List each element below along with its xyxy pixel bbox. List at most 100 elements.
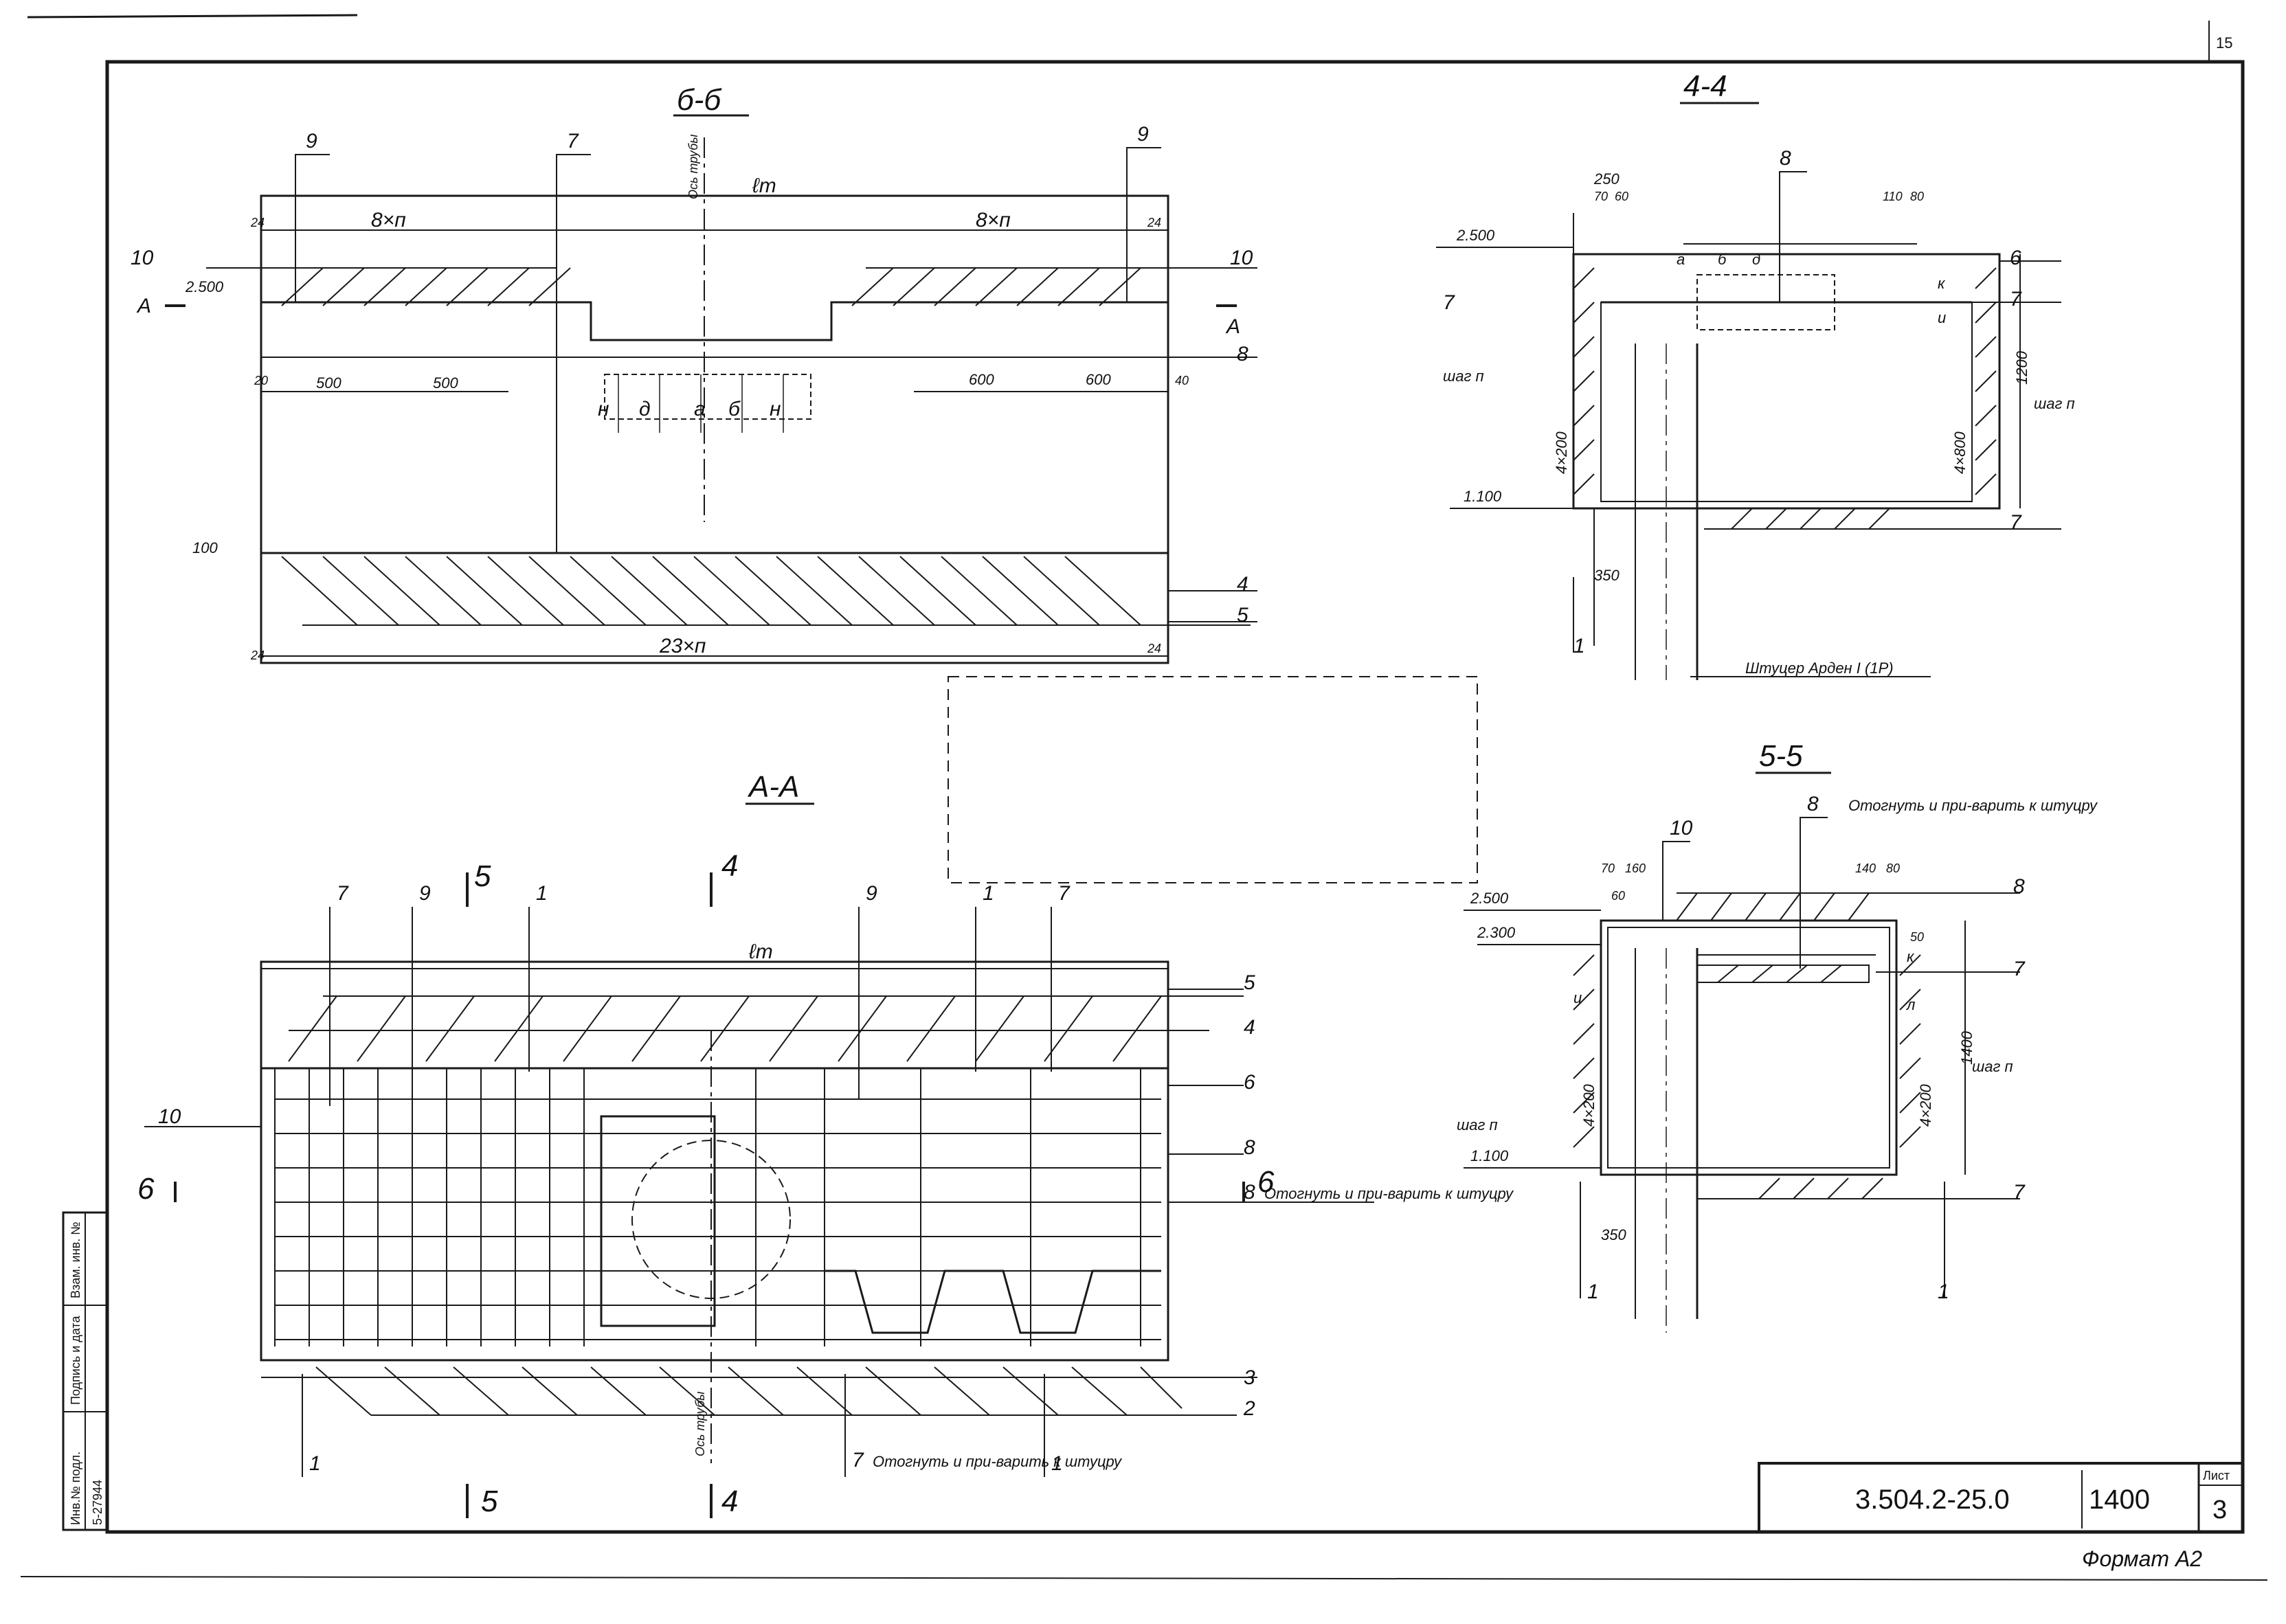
dashed-reference-box <box>948 676 1478 883</box>
cut-a-left: А <box>136 295 151 317</box>
dim-24-a: 24 <box>250 216 265 229</box>
dim-4x200-4: 4×200 <box>1553 431 1570 474</box>
dim-80-4: 80 <box>1910 190 1924 203</box>
dim-23n: 23×п <box>659 635 706 657</box>
dim-24-c: 24 <box>250 649 265 662</box>
pos-3-a: 3 <box>1244 1366 1255 1389</box>
drawing-sheet-code: 1400 <box>2089 1485 2150 1515</box>
section-5-5: 5-5 <box>1457 739 2098 1333</box>
dim-24-b: 24 <box>1147 216 1161 229</box>
dim-350-5: 350 <box>1601 1226 1626 1243</box>
pos-9-b2: 9 <box>1137 123 1149 146</box>
step-n-5-left: шаг п <box>1457 1116 1498 1134</box>
side-label-replace: Взам. инв. № <box>69 1221 82 1298</box>
pos-7-4a: 7 <box>2010 288 2022 311</box>
pos-10-5: 10 <box>1670 817 1693 839</box>
pos-7-b: 7 <box>567 130 579 153</box>
drawing-code: 3.504.2-25.0 <box>1855 1485 2010 1515</box>
elev-1100-4: 1.100 <box>1464 488 1502 505</box>
dim-24-d: 24 <box>1147 642 1161 655</box>
section-a-a: А-А <box>137 770 1514 1518</box>
elev-1100-5: 1.100 <box>1470 1147 1509 1164</box>
cut-4-top: 4 <box>721 849 738 883</box>
lbl-a-4: а <box>1677 251 1685 268</box>
lbl-n-b2: н <box>770 398 781 420</box>
cut-a-right: А <box>1225 315 1240 338</box>
section-title-a: А-А <box>747 770 799 804</box>
dim-50-5: 50 <box>1910 930 1924 944</box>
pos-10-b2: 10 <box>1230 247 1253 269</box>
cut-6-right: 6 <box>1257 1165 1275 1199</box>
section-title-4: 4-4 <box>1683 69 1727 103</box>
bend-weld-note-1: Отогнуть и при-варить к штуцру <box>873 1453 1123 1470</box>
pos-7-5b: 7 <box>2013 1181 2026 1204</box>
title-block: 3.504.2-25.0 1400 Лист 3 Формат А2 <box>1758 1462 2244 1571</box>
lbl-k-4: к <box>1938 275 1946 292</box>
pos-1-4: 1 <box>1573 635 1585 657</box>
lbl-d-4: д <box>1752 251 1760 268</box>
dim-500-a: 500 <box>316 374 341 392</box>
pos-6-a: 6 <box>1244 1071 1255 1094</box>
side-label-inv: Инв.№ подл. <box>69 1452 82 1525</box>
lbl-l-5: л <box>1905 996 1915 1013</box>
pos-1-a4: 1 <box>1051 1452 1063 1475</box>
shtutser-label: Штуцер Арден I (1Р) <box>1745 659 1894 677</box>
dim-1200-4: 1200 <box>2013 350 2030 385</box>
pos-9-a1: 9 <box>419 882 431 905</box>
sheet-number: 3 <box>2212 1496 2227 1524</box>
lbl-k-5: к <box>1907 948 1915 965</box>
dim-1400-5: 1400 <box>1958 1030 1975 1065</box>
dim-600-b: 600 <box>1086 371 1111 388</box>
section-title-5: 5-5 <box>1759 739 1803 773</box>
lbl-b-b: б <box>728 398 741 420</box>
pos-2-a: 2 <box>1243 1397 1255 1420</box>
lbl-b-4: б <box>1718 251 1727 268</box>
dim-4x200-5b: 4×200 <box>1917 1083 1934 1127</box>
side-id: 5-27944 <box>91 1480 104 1525</box>
pos-7-a2: 7 <box>1058 882 1071 905</box>
corner-number: 15 <box>2216 34 2232 52</box>
dim-4x800-4: 4×800 <box>1951 431 1969 474</box>
cut-5-bottom: 5 <box>481 1485 498 1518</box>
dim-20-b: 20 <box>254 374 268 387</box>
pipe-axis-a: Ось трубы <box>693 1392 707 1456</box>
lbl-d-b: д <box>639 398 651 420</box>
elev-2300-5: 2.300 <box>1477 924 1516 941</box>
pos-5-b: 5 <box>1237 604 1248 627</box>
lbl-a-b: а <box>694 398 706 420</box>
dim-80-5: 80 <box>1886 861 1900 875</box>
pos-9-b1: 9 <box>306 130 317 153</box>
pos-8-a2: 8 <box>1244 1181 1255 1204</box>
pos-10-a: 10 <box>158 1105 181 1128</box>
section-4-4: 4-4 <box>1436 69 2075 680</box>
pos-7-5a: 7 <box>2013 958 2026 980</box>
step-n-5-right: шаг п <box>1972 1058 2013 1075</box>
dim-110-4: 110 <box>1883 190 1903 203</box>
dim-8n-left: 8×п <box>371 209 406 232</box>
dim-60-5: 60 <box>1611 889 1625 903</box>
pipe-axis-b: Ось трубы <box>686 135 700 199</box>
pos-7-4c: 7 <box>1443 291 1455 314</box>
lbl-n-b1: н <box>598 398 609 420</box>
sheet-label: Лист <box>2203 1469 2230 1482</box>
pos-1-a1: 1 <box>536 882 548 905</box>
pos-8-a1: 8 <box>1244 1136 1255 1159</box>
dim-70-5: 70 <box>1601 861 1615 875</box>
dim-40-b: 40 <box>1175 374 1189 387</box>
pos-7-a3: 7 <box>852 1449 864 1471</box>
dim-70-4: 70 <box>1594 190 1608 203</box>
elev-2500-5: 2.500 <box>1470 890 1509 907</box>
pos-6-4: 6 <box>2010 247 2021 269</box>
bend-weld-note-2: Отогнуть и при-варить к штуцру <box>1264 1185 1514 1202</box>
pos-10-b1: 10 <box>131 247 154 269</box>
dim-600-a: 600 <box>969 371 994 388</box>
cut-4-bottom: 4 <box>721 1485 738 1518</box>
dim-250-4: 250 <box>1593 170 1620 188</box>
pos-7-a1: 7 <box>337 882 349 905</box>
dim-8n-right: 8×п <box>976 209 1011 232</box>
dim-500-b: 500 <box>433 374 458 392</box>
dim-350-4: 350 <box>1594 567 1620 584</box>
bend-weld-note-3: Отогнуть и при-варить к штуцру <box>1848 797 2098 814</box>
pos-4-b: 4 <box>1237 573 1248 596</box>
